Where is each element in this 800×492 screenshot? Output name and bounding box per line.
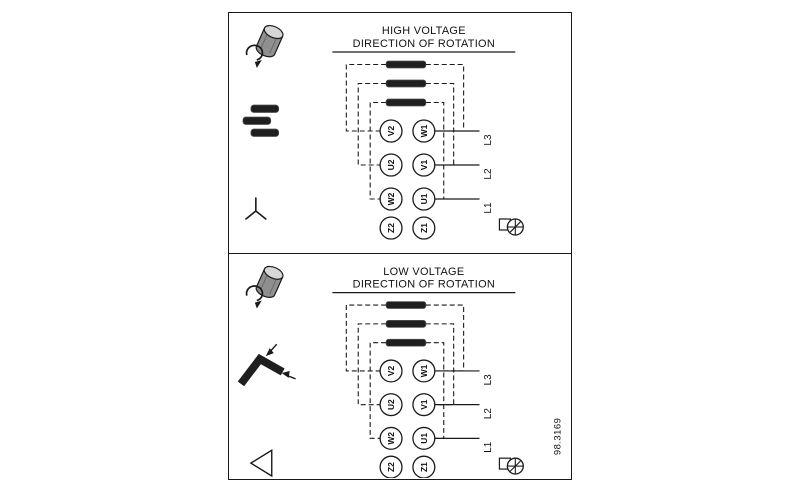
supply-line-label: L2 [483,408,494,419]
jumper-connections-dashed [345,304,465,439]
dashed-connection [425,304,465,372]
dashed-connection [357,82,387,166]
terminal-v1 [412,153,436,177]
terminal-w2 [379,187,403,211]
direction-of-rotation-label: DIRECTION OF ROTATION [353,279,495,291]
terminal-label: V2 [386,126,396,137]
terminal-label: U1 [419,193,429,204]
supply-lines [434,370,480,439]
supply-line-label: L2 [483,168,494,180]
terminal-board: V2 U2 W2 Z2 W1 V1 U1 Z1 [379,359,436,478]
voltage-title: LOW VOLTAGE [383,266,464,278]
dashed-connection [345,63,387,132]
jumper-link [242,116,272,125]
direction-of-rotation-label: DIRECTION OF ROTATION [353,38,495,50]
terminal-label: Z2 [386,462,396,472]
terminal-w1 [412,359,436,383]
terminal-u2 [379,393,403,417]
rotation-screw-icon [245,24,284,68]
supply-line-label: L1 [483,441,494,452]
angled-jumper-links-icon [237,343,296,387]
jumper-bars [385,60,427,107]
supply-line-label: L3 [483,374,494,385]
drawing-number: 98.3169 [552,418,563,455]
rotation-arrow [245,285,264,302]
jumper-link [250,128,280,137]
rotation-arrow-head [254,60,262,68]
terminal-v2 [379,119,403,143]
ground-terminal-icon [498,457,524,475]
diagram-frame: HIGH VOLTAGE DIRECTION OF ROTATION [228,12,572,480]
voltage-title: HIGH VOLTAGE [382,25,466,37]
terminal-label: U2 [386,159,396,170]
panel-divider [229,253,571,254]
screw-body [255,265,284,298]
rotation-arrow [245,44,264,61]
jumper-bar [385,60,427,69]
jumper-bar [385,338,427,347]
terminal-label: W2 [386,432,396,445]
terminal-label: W2 [386,192,396,205]
dashed-connection [425,101,445,200]
dashed-connection [345,304,387,372]
dashed-connection [357,323,387,406]
straight-jumper-links-icon [242,104,280,137]
terminal-u2 [379,153,403,177]
angled-jumper-link [237,353,285,387]
terminal-z2 [379,216,403,240]
terminal-w1 [412,119,436,143]
dashed-connection [369,101,387,200]
terminal-u1 [412,426,436,450]
terminal-label: V1 [419,399,429,410]
ground-terminal-icon [498,218,524,236]
terminal-label: W1 [419,124,429,137]
terminal-v1 [412,393,436,417]
star-connection-icon [245,197,267,220]
terminal-w2 [379,426,403,450]
terminal-z1 [412,216,436,240]
terminal-label: Z1 [419,462,429,472]
dashed-connection [425,82,455,166]
delta-connection-icon [249,449,273,478]
terminal-label: V1 [419,160,429,171]
terminal-label: U2 [386,399,396,410]
supply-line-label: L1 [483,202,494,214]
terminal-u1 [412,187,436,211]
terminal-label: Z1 [419,223,429,233]
rotation-arrow-head [254,300,262,309]
high-voltage-panel: HIGH VOLTAGE DIRECTION OF ROTATION [242,24,524,240]
low-voltage-panel: LOW VOLTAGE DIRECTION OF ROTATION [237,265,563,478]
supply-lines [434,130,480,200]
jumper-bars [385,301,427,347]
terminal-board: V2 U2 W2 Z2 W1 V1 U1 Z1 [379,119,436,240]
jumper-connections-dashed [345,63,465,200]
supply-line-label: L3 [483,134,494,146]
terminal-label: W1 [419,364,429,377]
jumper-bar [385,98,427,107]
terminal-z1 [412,455,436,478]
terminal-v2 [379,359,403,383]
screw-body [255,24,284,58]
terminal-label: Z2 [386,223,396,233]
pointer-arrow-head [281,370,290,378]
terminal-label: V2 [386,366,396,377]
jumper-bar [385,320,427,328]
dashed-connection [425,342,445,439]
pointer-arrow-head [265,348,274,357]
dashed-connection [425,63,465,132]
terminal-z2 [379,455,403,478]
terminal-label: U1 [419,433,429,444]
jumper-bar [385,79,427,88]
dashed-connection [369,342,387,439]
jumper-link [250,104,280,113]
jumper-bar [385,301,427,309]
dashed-connection [425,323,455,406]
rotation-screw-icon [245,265,284,309]
